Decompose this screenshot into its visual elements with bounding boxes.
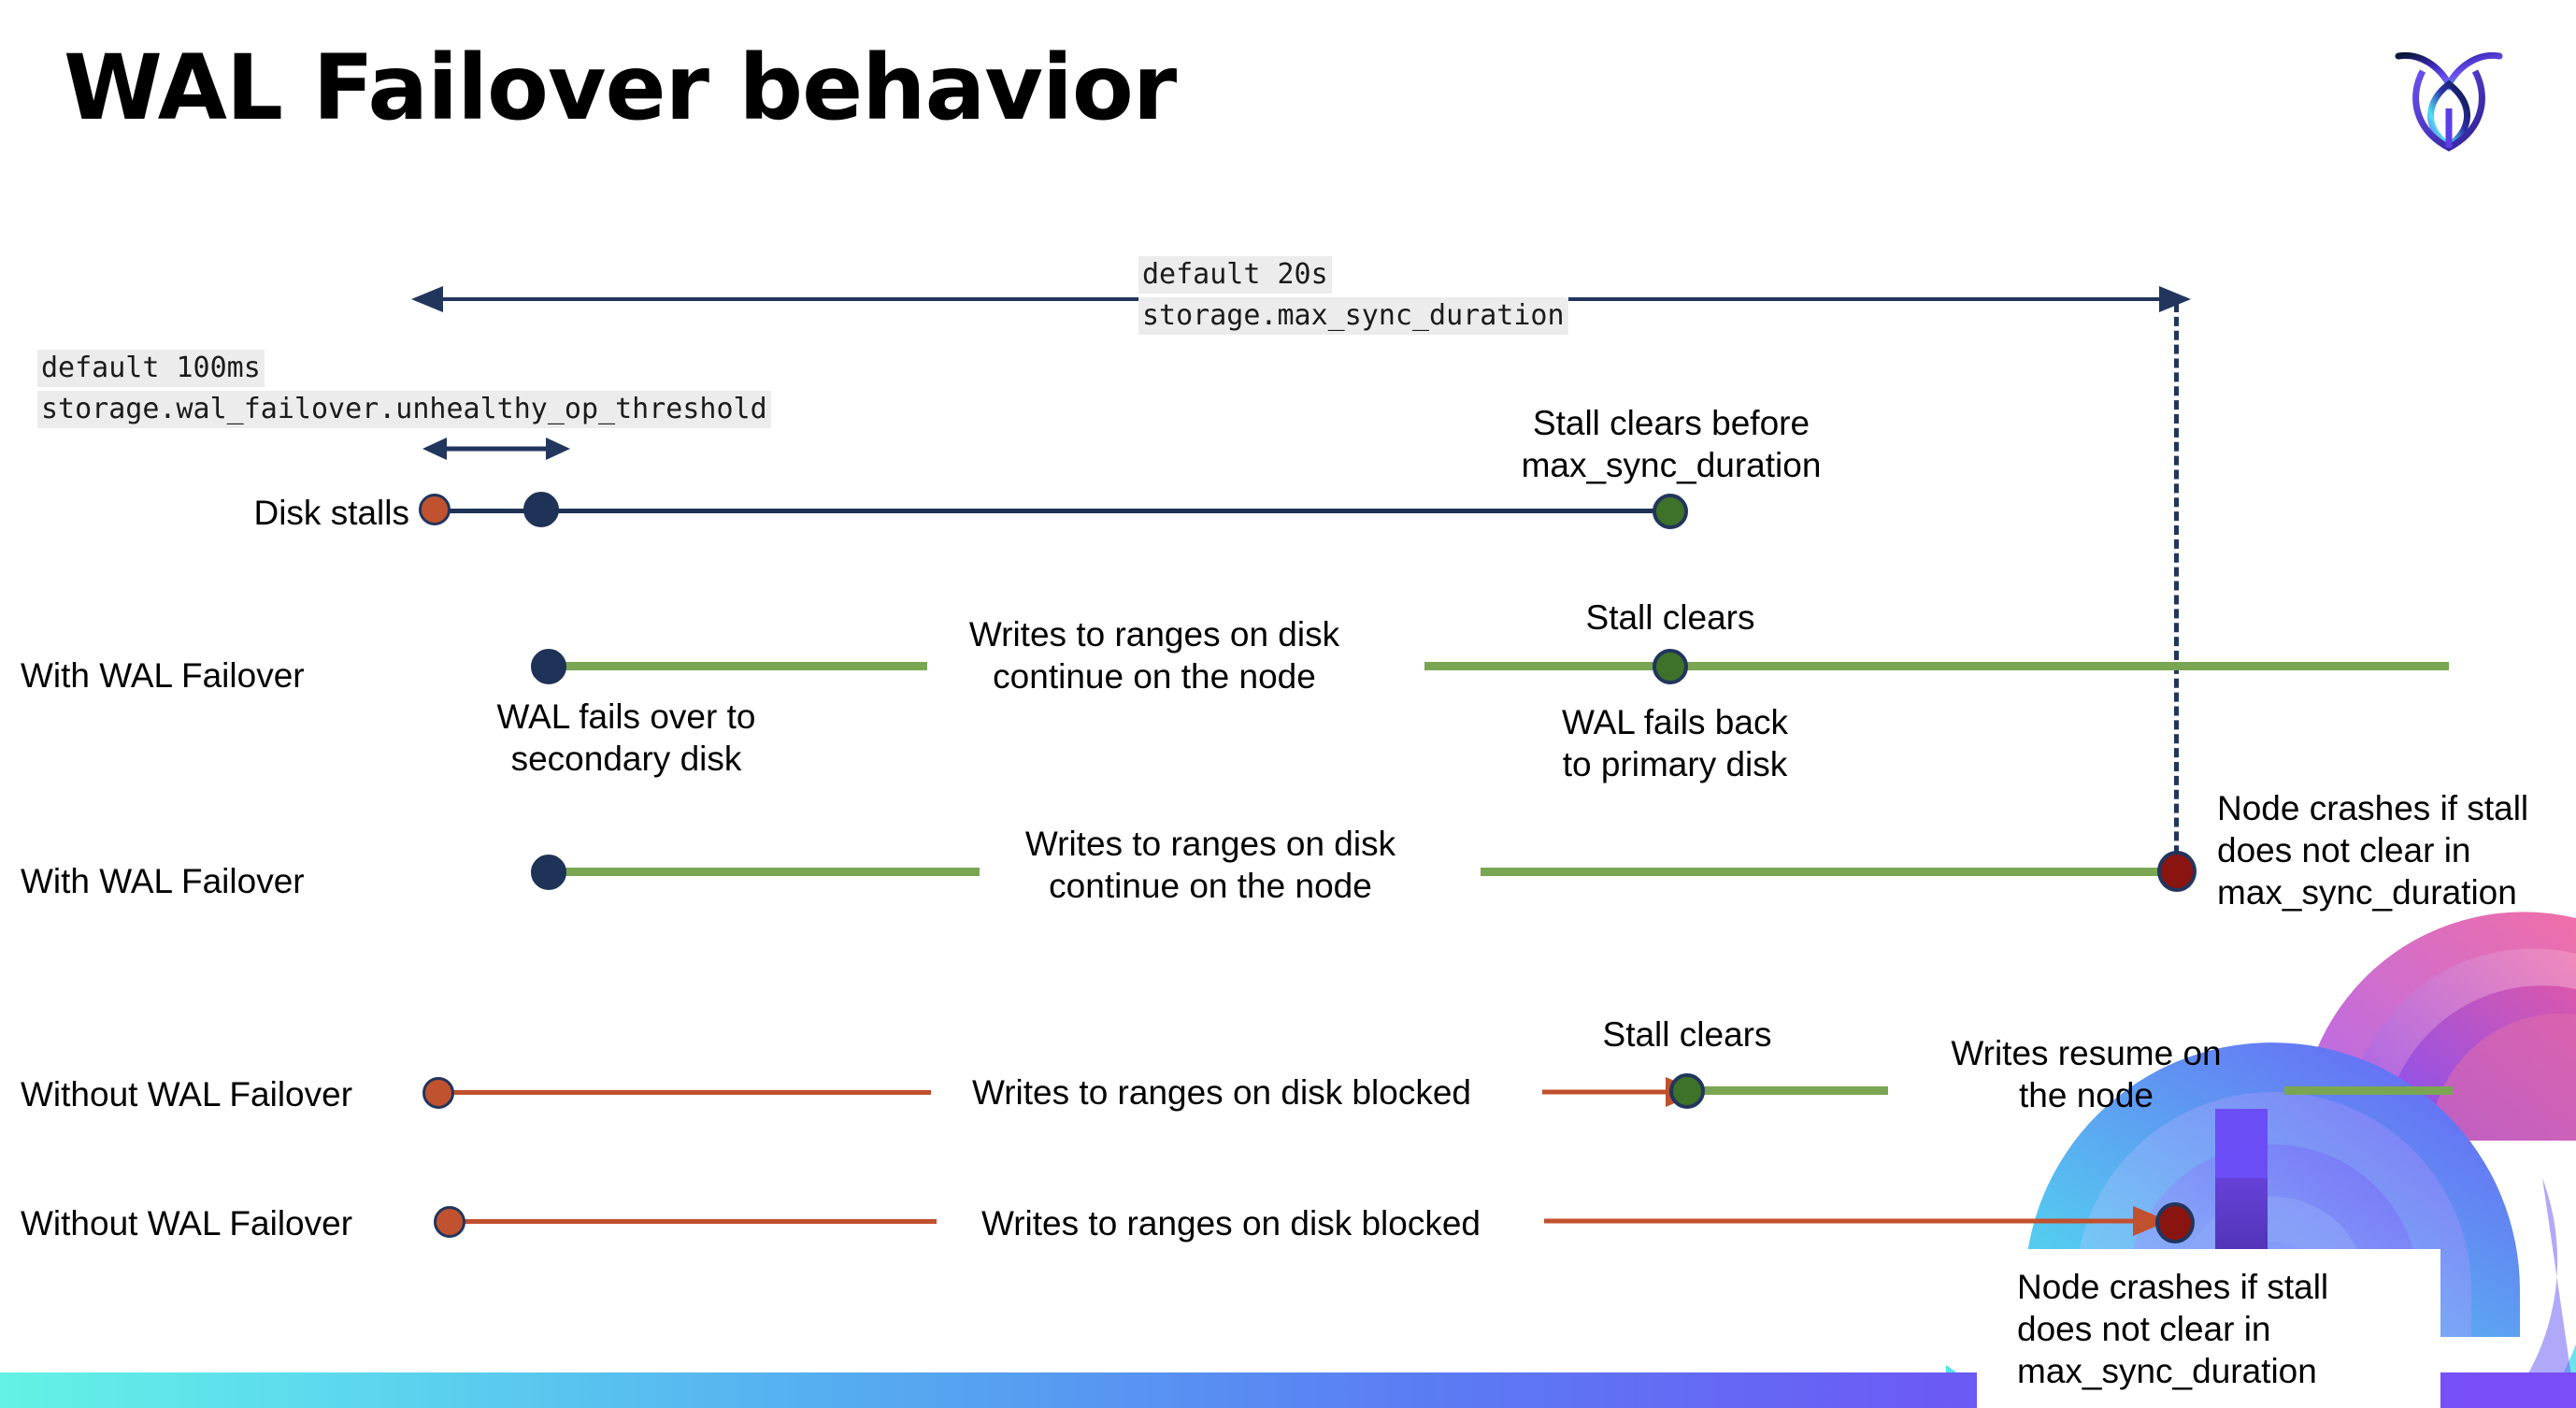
- without-wal-failover-2-blocked-arrow: [1544, 1206, 2168, 1236]
- annotation-line-2: continue on the node: [1049, 867, 1372, 906]
- annotation-writes-blocked-row4: Writes to ranges on disk blocked: [971, 1073, 1472, 1112]
- annotation-line-1: Node crashes if stall: [2217, 789, 2529, 827]
- annotation-line-2: to primary disk: [1562, 745, 1788, 784]
- without-wal-failover-2-blocked-segment: [458, 1219, 937, 1224]
- with-wal-failover-2-timeline-segment-a: [542, 868, 980, 876]
- annotation-line-1: Writes to ranges on disk: [968, 615, 1340, 654]
- max-sync-default-label: default 20s: [1138, 256, 1332, 295]
- with-wal-failover-1-timeline-segment-a: [542, 662, 927, 670]
- annotation-line-2: continue on the node: [993, 657, 1316, 697]
- annotation-wal-fails-back: WAL fails back to primary disk: [1507, 701, 1843, 785]
- without-wal-failover-1-blocked-segment: [447, 1090, 931, 1095]
- annotation-stall-clears-before: Stall clears before max_sync_duration: [1475, 402, 1868, 486]
- with-wal-failover-1-timeline-segment-b: [1424, 662, 2449, 670]
- disk-stall-detected-marker: [523, 492, 559, 527]
- failover-trigger-marker-1: [531, 649, 566, 684]
- annotation-line-2: the node: [2018, 1076, 2154, 1115]
- row-label-without-wal-failover-1: Without WAL Failover: [21, 1075, 353, 1113]
- disk-stalls-timeline: [436, 509, 1671, 513]
- annotation-line-1: Node crashes if stall: [2017, 1268, 2329, 1306]
- disk-stall-clear-marker: [1653, 494, 1688, 529]
- annotation-writes-blocked-row5: Writes to ranges on disk blocked: [980, 1204, 1481, 1243]
- node-crash-marker-row3: [2157, 851, 2197, 892]
- crash-callout-backdrop: [1977, 1249, 2440, 1408]
- annotation-writes-continue-row3: Writes to ranges on disk continue on the…: [991, 823, 1430, 907]
- max-sync-setting-label: storage.max_sync_duration: [1138, 297, 1568, 336]
- annotation-node-crashes-row3: Node crashes if stall does not clear in …: [2217, 787, 2576, 913]
- disk-stall-start-marker: [419, 494, 451, 525]
- unhealthy-op-setting-label: storage.wal_failover.unhealthy_op_thresh…: [37, 391, 771, 429]
- annotation-stall-clears-row4: Stall clears: [1602, 1015, 1772, 1054]
- row-label-with-wal-failover-1: With WAL Failover: [21, 656, 305, 695]
- max-sync-deadline-dashed-line: [2174, 303, 2179, 883]
- disk-stall-start-marker-row5: [434, 1206, 465, 1238]
- annotation-line-1: Stall clears before: [1532, 404, 1810, 442]
- annotation-node-crashes-row5: Node crashes if stall does not clear in …: [2017, 1266, 2410, 1392]
- annotation-line-1: Writes to ranges on disk: [1024, 825, 1396, 863]
- annotation-line-1: Writes resume on: [1951, 1034, 2222, 1072]
- annotation-writes-continue-row2: Writes to ranges on disk continue on the…: [935, 613, 1374, 697]
- with-wal-failover-2-timeline-segment-b: [1481, 868, 2182, 876]
- unhealthy-op-default-label: default 100ms: [37, 350, 265, 388]
- stall-clear-marker-row2: [1653, 649, 1688, 684]
- row-label-with-wal-failover-2: With WAL Failover: [21, 862, 305, 900]
- annotation-line-3: max_sync_duration: [2217, 873, 2517, 912]
- annotation-stall-clears-row2: Stall clears: [1585, 598, 1755, 637]
- annotation-line-2: secondary disk: [510, 740, 742, 779]
- failover-trigger-marker-2: [531, 855, 566, 890]
- annotation-line-2: does not clear in: [2217, 831, 2471, 870]
- row-label-disk-stalls: Disk stalls: [253, 494, 409, 532]
- stall-clear-marker-row4: [1669, 1073, 1705, 1109]
- annotation-line-2: does not clear in: [2017, 1310, 2271, 1349]
- without-wal-failover-1-resume-segment-a: [1694, 1086, 1888, 1095]
- disk-stall-start-marker-row4: [422, 1077, 454, 1109]
- annotation-wal-fails-over: WAL fails over to secondary disk: [451, 696, 802, 780]
- without-wal-failover-1-resume-segment-b: [2284, 1086, 2453, 1095]
- row-label-without-wal-failover-2: Without WAL Failover: [21, 1204, 353, 1243]
- annotation-line-3: max_sync_duration: [2017, 1352, 2317, 1391]
- annotation-line-1: WAL fails over to: [496, 697, 756, 736]
- annotation-line-1: WAL fails back: [1562, 703, 1788, 741]
- annotation-line-2: max_sync_duration: [1521, 446, 1822, 485]
- page-title: WAL Failover behavior: [64, 36, 1177, 140]
- annotation-writes-resume: Writes resume on the node: [1927, 1032, 2245, 1116]
- node-crash-marker-row5: [2155, 1202, 2195, 1243]
- cockroach-labs-logo: [2395, 51, 2503, 151]
- unhealthy-op-span-arrow: [422, 438, 570, 460]
